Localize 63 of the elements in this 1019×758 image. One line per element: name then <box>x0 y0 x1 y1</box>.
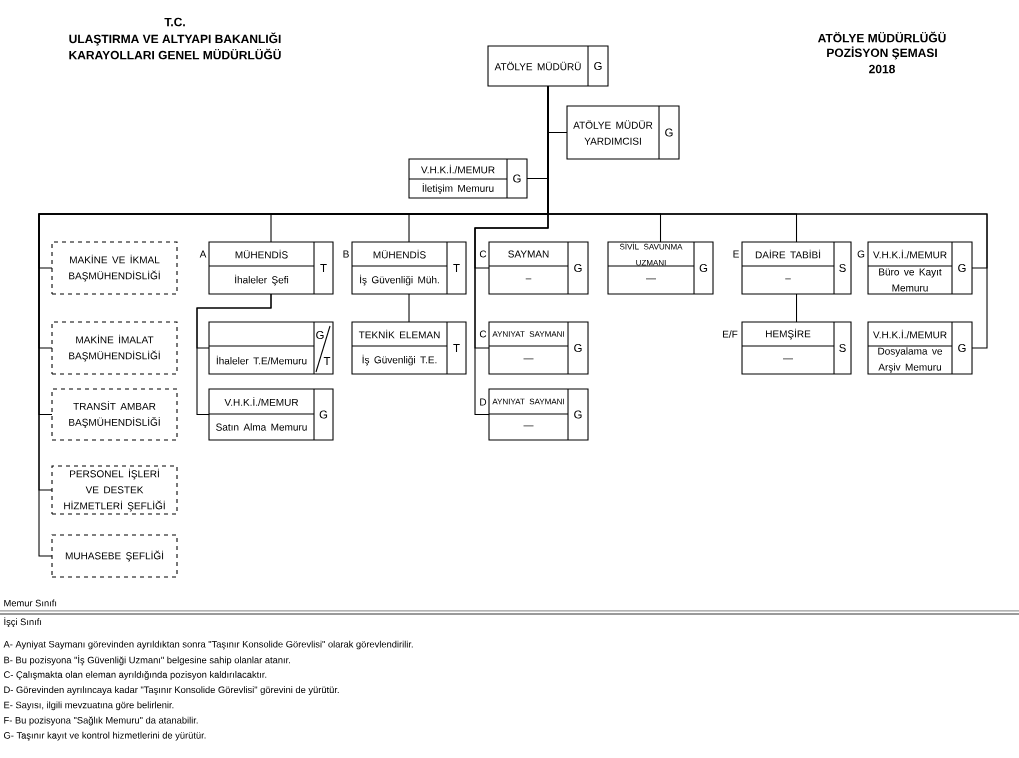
node-label: HEMŞİRE <box>766 328 811 340</box>
note-letter: D <box>480 398 487 406</box>
note-text: F- Bu pozisyona "Sağlık Memuru" da atanabilir. <box>4 716 198 726</box>
position-box: MÜHENDİS İhaleler Şefi T <box>208 241 334 295</box>
node-label: – <box>785 278 791 280</box>
node-label: G <box>574 264 582 273</box>
class-label: Memur Sınıfı <box>4 599 57 607</box>
heading-text: T.C. <box>164 17 185 27</box>
node-label: G <box>574 410 582 419</box>
heading-text: POZİSYON ŞEMASI <box>827 46 937 60</box>
position-box: V.H.K.İ./MEMUR İletişim Memuru G <box>408 158 528 199</box>
heading-text: ULAŞTIRMA VE ALTYAPI BAKANLIĞI <box>69 32 281 46</box>
heading-text: ATÖLYE MÜDÜRLÜĞÜ <box>817 31 946 43</box>
note-letter: G <box>857 250 865 258</box>
position-box: ATÖLYE MÜDÜRÜ G <box>487 45 609 87</box>
position-box: İhaleler T.E/Memuru G T <box>208 321 334 375</box>
connector-line <box>196 293 272 416</box>
position-box: SAYMAN – G <box>488 241 589 295</box>
node-label: SAYMAN <box>508 250 549 258</box>
position-box: HEMŞİRE — S <box>741 321 852 375</box>
position-box: V.H.K.İ./MEMUR Büro ve Kayıt Memuru G <box>867 241 973 295</box>
note-text: D- Görevinden ayrılıncaya kadar "Taşınır Konsolide Görevlisi" görevini de yürütür. <box>4 686 339 695</box>
position-box: TEKNİK ELEMAN İş Güvenliği T.E. T <box>351 321 467 375</box>
node-label: DAİRE TABİBİ <box>755 249 821 259</box>
node-label: S <box>839 264 846 273</box>
connector-line <box>795 293 798 323</box>
position-box: ATÖLYE MÜDÜR YARDIMCISI G <box>566 105 680 160</box>
note-text: G- Taşınır kayıt ve kontrol hizmetlerini de yürütür. <box>4 731 206 741</box>
note-text: C- Çalışmakta olan eleman ayrıldığında pozisyon kaldırılacaktır. <box>4 671 267 680</box>
heading-text: 2018 <box>869 64 895 74</box>
note-text: E- Sayısı, ilgili mevzuatına göre belirlenir. <box>4 701 174 711</box>
node-label: G <box>574 344 582 353</box>
position-box: AYNIYAT SAYMANI — G <box>488 388 589 441</box>
node-label: — <box>783 358 794 360</box>
position-box: DAİRE TABİBİ – S <box>741 241 852 295</box>
note-letter: B <box>343 250 349 258</box>
position-box: V.H.K.İ./MEMUR Satın Alma Memuru G <box>208 388 334 441</box>
position-box: SİVİL SAVUNMA UZMANI — G <box>607 241 714 295</box>
note-letter: E/F <box>723 330 738 338</box>
node-label: — <box>523 425 534 427</box>
connector-line <box>547 85 988 349</box>
note-letter: E <box>733 250 739 258</box>
heading-text: KARAYOLLARI GENEL MÜDÜRLÜĞÜ <box>69 48 281 60</box>
unit-box: PERSONEL İŞLERİ VE DESTEK HİZMETLERİ ŞEFLİĞİ <box>51 465 178 515</box>
unit-box: MAKİNE VE İKMAL BAŞMÜHENDİSLİĞİ <box>51 241 178 295</box>
note-letter: C <box>479 330 487 338</box>
connector-line <box>408 293 410 323</box>
position-box: AYNIYAT SAYMANI — G <box>488 321 589 375</box>
note-letter: C <box>479 250 487 258</box>
node-label: S <box>839 344 846 353</box>
position-box: V.H.K.İ./MEMUR Dosyalama ve Arşiv Memuru G <box>867 321 973 375</box>
node-label: AYNIYAT SAYMANI <box>492 398 564 405</box>
node-label: — <box>523 358 534 360</box>
class-label: İşçi Sınıfı <box>4 617 41 628</box>
unit-box: MAKİNE İMALAT BAŞMÜHENDİSLİĞİ <box>51 321 178 375</box>
position-box: MÜHENDİS İş Güvenliği Müh. T <box>351 241 467 295</box>
note-letter: A <box>199 250 207 258</box>
node-label: AYNIYAT SAYMANI <box>492 331 564 337</box>
note-text: B- Bu pozisyona "İş Güvenliği Uzmanı" belgesine sahip olanlar atanır. <box>4 655 290 666</box>
note-text: A- Ayniyat Saymanı görevinden ayrıldıktan sonra "Taşınır Konsolide Görevlisi" olarak görevlendirilir. <box>3 640 413 650</box>
unit-box: MUHASEBE ŞEFLİĞİ <box>51 534 178 578</box>
node-label: – <box>525 278 532 280</box>
unit-box: TRANSİT AMBAR BAŞMÜHENDİSLİĞİ <box>51 388 178 441</box>
